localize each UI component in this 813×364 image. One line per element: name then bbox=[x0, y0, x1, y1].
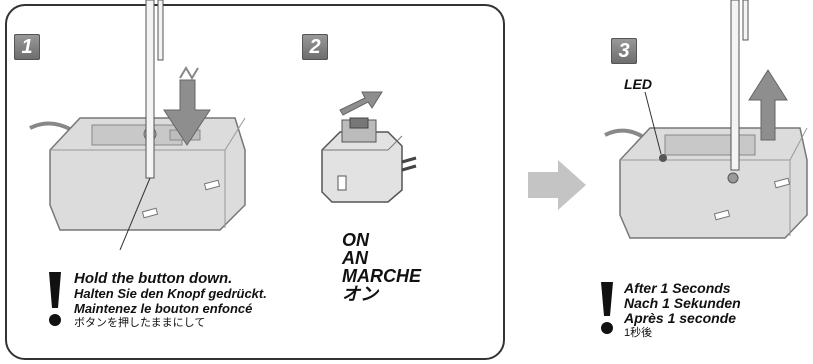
caption-german: Halten Sie den Knopf gedrückt. bbox=[74, 286, 267, 301]
caption-french: Après 1 seconde bbox=[624, 311, 741, 326]
caption-japanese: ボタンを押したままにして bbox=[74, 316, 267, 331]
led-label: LED bbox=[624, 76, 652, 92]
caption-japanese: 1秒後 bbox=[624, 326, 741, 341]
caption-french: Maintenez le bouton enfoncé bbox=[74, 301, 267, 316]
warning-exclamation-icon bbox=[48, 272, 62, 332]
caption-english: Hold the button down. bbox=[74, 271, 267, 286]
step-2-switch-illustration bbox=[310, 80, 420, 210]
caption-english: After 1 Seconds bbox=[624, 281, 741, 296]
step-2-badge: 2 bbox=[302, 34, 328, 60]
warning-exclamation-icon bbox=[600, 282, 614, 342]
step-3-caption: After 1 Seconds Nach 1 Sekunden Après 1 … bbox=[624, 281, 741, 341]
next-step-arrow-icon bbox=[528, 160, 588, 210]
step-1-esc-illustration bbox=[20, 0, 290, 250]
caption-french: MARCHE bbox=[342, 267, 421, 285]
caption-german: AN bbox=[342, 249, 421, 267]
caption-english: ON bbox=[342, 231, 421, 249]
caption-japanese: オン bbox=[342, 285, 421, 303]
step-1-caption: Hold the button down. Halten Sie den Kno… bbox=[74, 271, 267, 331]
caption-german: Nach 1 Sekunden bbox=[624, 296, 741, 311]
step-2-number: 2 bbox=[309, 36, 320, 59]
step-2-caption: ON AN MARCHE オン bbox=[342, 231, 421, 303]
step-3-esc-illustration bbox=[595, 0, 813, 240]
